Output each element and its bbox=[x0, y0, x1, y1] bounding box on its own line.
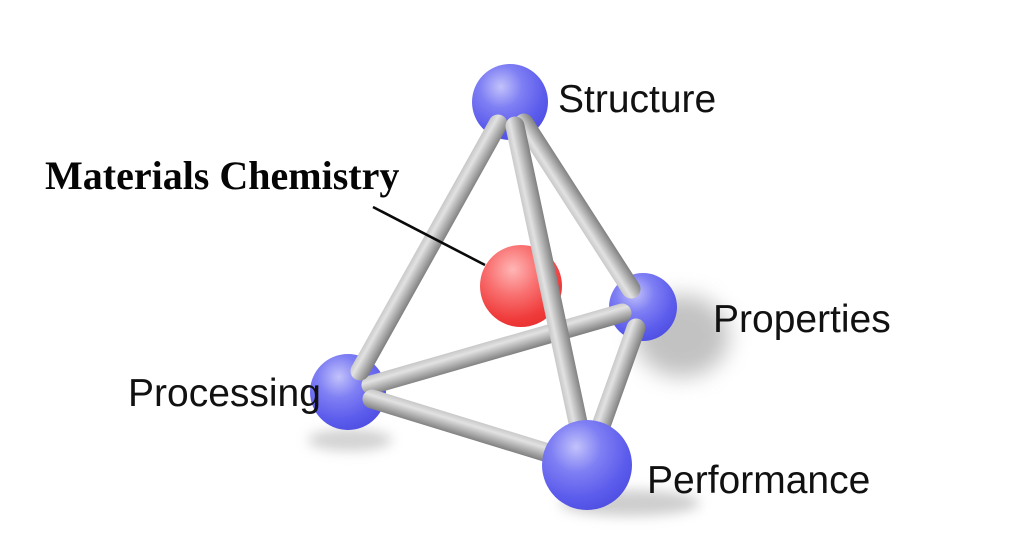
performance-sphere bbox=[542, 420, 632, 510]
strut-structure-properties bbox=[514, 113, 641, 299]
node-label-processing: Processing bbox=[128, 372, 321, 415]
processing-shadow bbox=[308, 429, 392, 451]
node-label-performance: Performance bbox=[647, 459, 870, 502]
strut-processing-properties bbox=[361, 303, 632, 395]
node-label-structure: Structure bbox=[558, 78, 716, 121]
node-label-properties: Properties bbox=[713, 298, 891, 341]
strut-structure-processing bbox=[350, 114, 508, 381]
strut-structure-performance bbox=[505, 116, 597, 475]
center-label-materials-chemistry: Materials Chemistry bbox=[45, 153, 399, 198]
leader-line bbox=[372, 205, 486, 267]
